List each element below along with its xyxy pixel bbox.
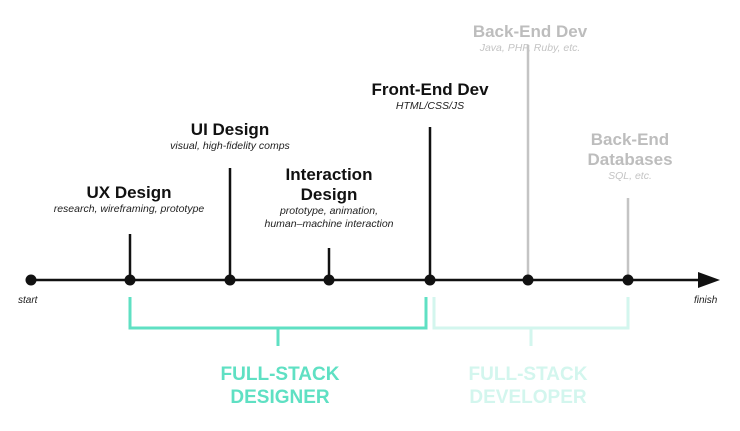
stage-databases-title-line1: Back-End [590,130,670,149]
stage-databases-title-line2: Databases [587,150,673,169]
band-designer-label: FULL-STACK DESIGNER [180,363,380,409]
stage-ui-subtitle: visual, high-fidelity comps [170,140,290,152]
node-ui [224,274,236,286]
node-backend [522,274,534,286]
finish-label: finish [694,295,718,306]
stage-frontend-title: Front-End Dev [371,80,489,99]
band-developer-line2: DEVELOPER [469,387,587,408]
band-developer-line1: FULL-STACK [468,364,588,385]
stage-ux-subtitle: research, wireframing, prototype [53,203,205,215]
stage-interaction: Interaction Design prototype, animation,… [234,165,424,231]
node-interaction [323,274,335,286]
start-node [25,274,37,286]
start-label: start [18,295,38,306]
stage-interaction-subtitle-line1: prototype, animation, [279,205,379,217]
stage-interaction-title-line2: Design [300,185,358,204]
stage-ux: UX Design research, wireframing, prototy… [14,183,244,216]
stage-ui: UI Design visual, high-fidelity comps [120,120,340,153]
arrowhead-icon [698,272,720,288]
stage-backend: Back-End Dev Java, PHP, Ruby, etc. [450,22,610,55]
node-frontend [424,274,436,286]
stage-databases: Back-End Databases SQL, etc. [560,130,700,183]
band-developer-label: FULL-STACK DEVELOPER [428,363,628,409]
band-designer-line2: DESIGNER [230,387,330,408]
band-designer-line1: FULL-STACK [220,364,340,385]
designer-bracket [128,297,428,346]
stage-interaction-title-line1: Interaction [285,165,373,184]
stage-ux-title: UX Design [86,183,172,202]
stage-databases-subtitle: SQL, etc. [608,170,652,182]
node-ux [124,274,136,286]
stage-frontend: Front-End Dev HTML/CSS/JS [350,80,510,113]
stage-backend-subtitle: Java, PHP, Ruby, etc. [479,42,581,54]
stage-ui-title: UI Design [190,120,270,139]
stage-backend-title: Back-End Dev [472,22,588,41]
developer-bracket [432,297,630,346]
stage-interaction-subtitle-line2: human–machine interaction [264,218,394,230]
stage-frontend-subtitle: HTML/CSS/JS [395,100,465,112]
node-databases [622,274,634,286]
